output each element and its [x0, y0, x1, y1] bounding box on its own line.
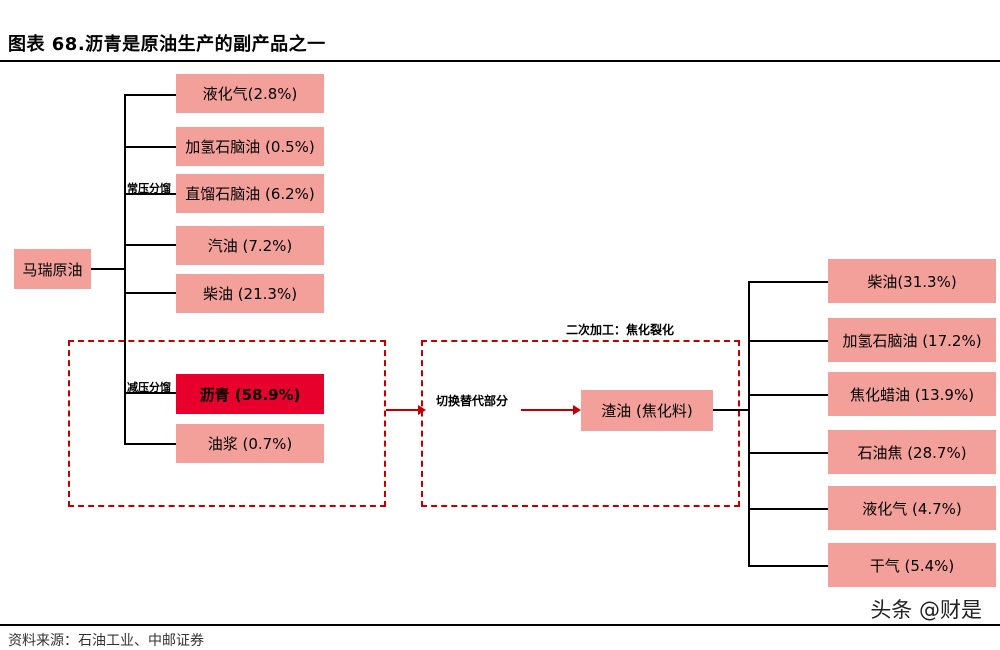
branch-asphalt	[124, 392, 176, 394]
left-trunk	[124, 94, 126, 444]
branch-gasoline	[124, 244, 176, 246]
branch-out-coker-wax	[748, 394, 828, 396]
label-vacuum-distillation: 减压分馏	[127, 381, 171, 394]
watermark: 头条 @财是	[870, 598, 982, 622]
branch-out-dry-gas	[748, 565, 828, 567]
node-lpg: 液化气(2.8%)	[176, 74, 324, 113]
node-out-dry-gas: 干气 (5.4%)	[828, 543, 996, 587]
bottom-rule	[0, 624, 1000, 626]
figure-title: 图表 68.沥青是原油生产的副产品之一	[8, 34, 326, 55]
residue-connector	[713, 409, 749, 411]
label-substitute-part: 切换替代部分	[436, 394, 509, 408]
branch-hydro-naphtha	[124, 146, 176, 148]
node-out-hydro-naphtha: 加氢石脑油 (17.2%)	[828, 318, 996, 362]
node-diesel: 柴油 (21.3%)	[176, 274, 324, 313]
node-asphalt: 沥青 (58.9%)	[176, 374, 324, 414]
node-residue: 渣油 (焦化料)	[581, 390, 713, 431]
branch-diesel	[124, 292, 176, 294]
branch-slurry	[124, 443, 176, 445]
node-gasoline: 汽油 (7.2%)	[176, 226, 324, 265]
branch-straight-naphtha	[124, 193, 176, 195]
label-atmospheric-distillation: 常压分馏	[127, 182, 171, 195]
branch-lpg	[124, 94, 176, 96]
dashed-box-secondary	[421, 340, 740, 507]
label-secondary-processing: 二次加工：焦化裂化	[566, 323, 675, 337]
node-slurry: 油浆 (0.7%)	[176, 424, 324, 463]
node-crude-oil: 马瑞原油	[14, 249, 91, 289]
crude-connector	[91, 268, 125, 270]
branch-out-hydro-naphtha	[748, 340, 828, 342]
branch-out-diesel	[748, 281, 828, 283]
node-out-petcoke: 石油焦 (28.7%)	[828, 430, 996, 474]
node-straight-naphtha: 直馏石脑油 (6.2%)	[176, 174, 324, 213]
right-trunk	[748, 281, 750, 567]
arrow-to-residue	[521, 405, 581, 415]
branch-out-lpg	[748, 508, 828, 510]
branch-out-petcoke	[748, 452, 828, 454]
node-out-lpg: 液化气 (4.7%)	[828, 486, 996, 530]
source-note: 资料来源：石油工业、中邮证券	[8, 633, 204, 649]
arrow-to-secondary	[386, 405, 426, 415]
top-rule	[0, 60, 1000, 62]
node-hydro-naphtha: 加氢石脑油 (0.5%)	[176, 127, 324, 166]
node-out-coker-wax: 焦化蜡油 (13.9%)	[828, 372, 996, 416]
node-out-diesel: 柴油(31.3%)	[828, 259, 996, 303]
dashed-box-vacuum	[68, 340, 386, 507]
